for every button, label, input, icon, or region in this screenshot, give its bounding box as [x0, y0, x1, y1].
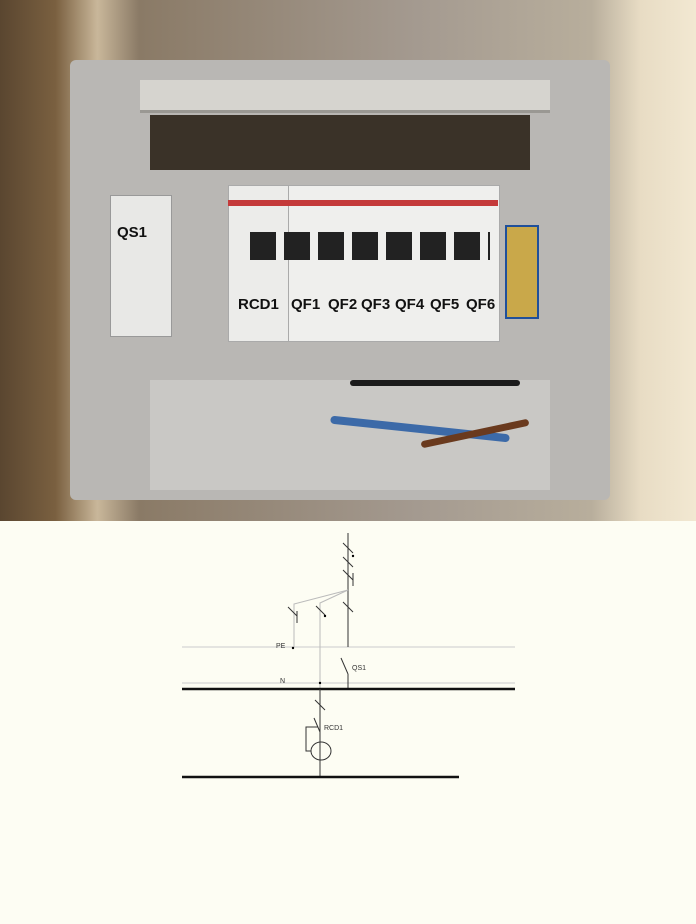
- photo-label-qf6: QF6: [466, 296, 496, 313]
- breaker-red-strip: [228, 200, 498, 206]
- photo-label-qf4: QF4: [395, 296, 425, 313]
- qs1-label: QS1: [352, 665, 366, 672]
- din-rail-shadow: [150, 115, 530, 170]
- junction-dot: [351, 554, 355, 558]
- photo-label-rcd1: RCD1: [238, 296, 279, 313]
- breaker-toggles: [250, 232, 490, 260]
- incoming-feeder: [287, 533, 354, 690]
- black-wire: [350, 380, 520, 386]
- rcd1-symbol: [305, 689, 332, 777]
- main-switch-body: [110, 195, 172, 337]
- photo-label-qs1: QS1: [117, 224, 148, 241]
- photo-label-qf5: QF5: [430, 296, 460, 313]
- terminal-bar: [140, 80, 550, 113]
- pe-label: PE: [276, 643, 286, 650]
- n-label: N: [280, 678, 285, 685]
- neutral-terminal-block: [505, 225, 539, 319]
- breakers-body: [288, 185, 500, 342]
- rcd1-label: RCD1: [324, 725, 343, 732]
- distribution-board-photo: QS1 RCD1 QF1 QF2 QF3 QF4 QF5 QF6: [0, 0, 696, 521]
- photo-label-qf2: QF2: [328, 296, 358, 313]
- pe-junction-dot: [291, 646, 295, 650]
- single-line-diagram: PE N QS1 RCD1: [0, 521, 696, 924]
- junction-dot: [323, 614, 327, 618]
- photo-label-qf1: QF1: [291, 296, 321, 313]
- rcd-body: [228, 185, 290, 342]
- photo-label-qf3: QF3: [361, 296, 391, 313]
- qs1-switch-symbol: [340, 657, 349, 689]
- n-junction-dot: [318, 681, 322, 685]
